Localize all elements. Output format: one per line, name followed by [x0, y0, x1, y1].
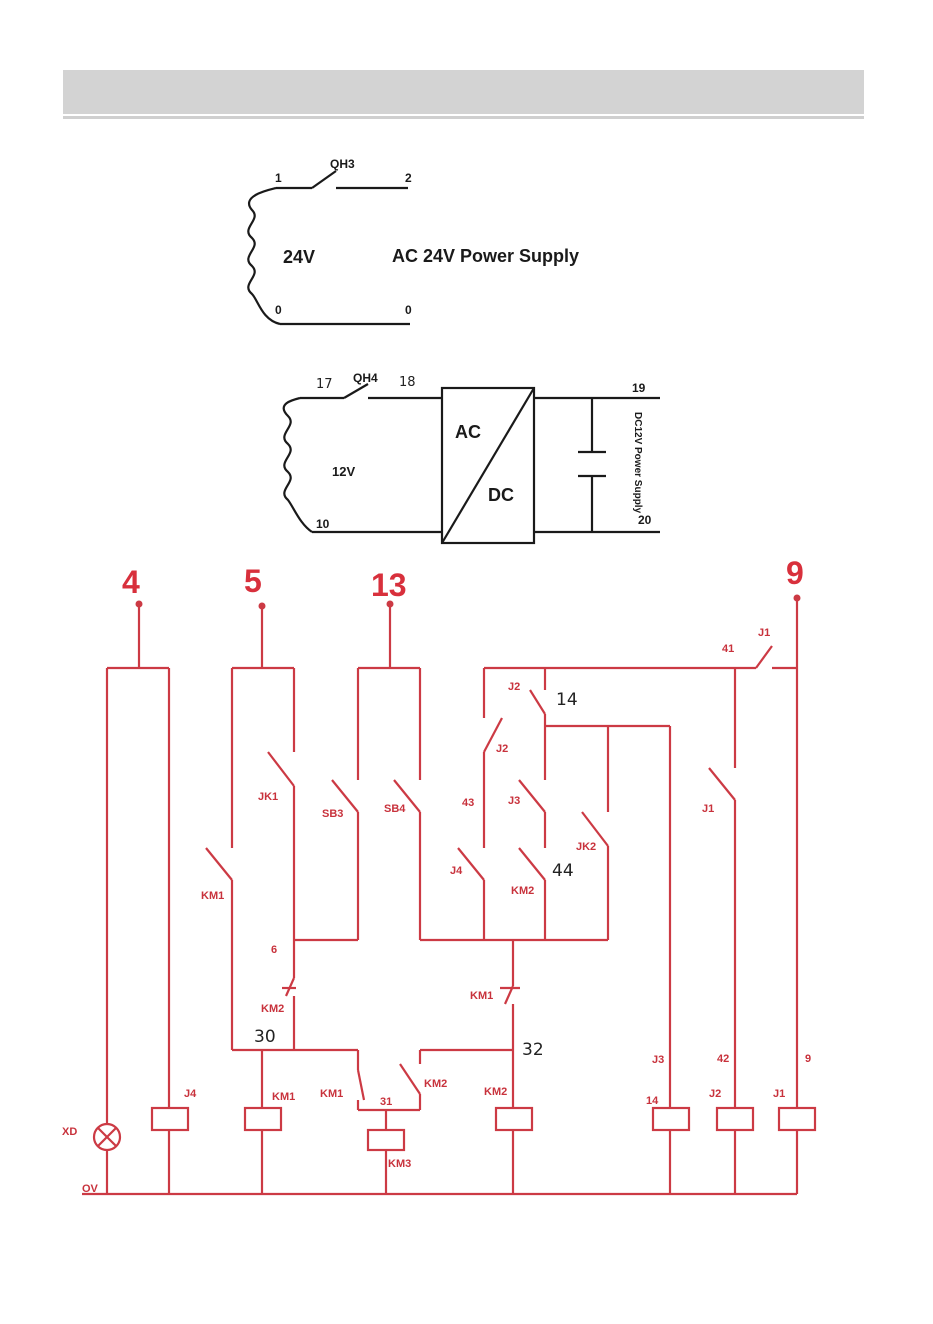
- node-31-label: 31: [380, 1096, 392, 1108]
- j1-latch-blade: [756, 646, 772, 668]
- jk1-blade: [268, 752, 294, 786]
- km2-nc-label: KM2: [261, 1003, 284, 1015]
- node-9-label: 9: [805, 1053, 811, 1065]
- rail-4-dot: [136, 601, 143, 608]
- ac-switch-label: QH3: [330, 157, 355, 171]
- coil-j1-label: J1: [773, 1088, 785, 1100]
- ac-terminal-1: 1: [275, 171, 282, 185]
- coil-km3-label: KM3: [388, 1158, 411, 1170]
- j2-mid-label: J2: [496, 743, 508, 755]
- dc-terminal-10: 10: [316, 517, 330, 531]
- coil-km3: [368, 1130, 404, 1150]
- j3-bottom-label: J3: [652, 1054, 664, 1066]
- ac-supply-title: AC 24V Power Supply: [392, 246, 579, 266]
- converter-ac-label: AC: [455, 422, 481, 442]
- ac-terminal-0-left: 0: [275, 303, 282, 317]
- km2-interlock-label: KM2: [424, 1078, 447, 1090]
- sb4-label: SB4: [384, 803, 406, 815]
- node-44-label: 44: [552, 861, 574, 881]
- km1-self-hold-blade: [206, 848, 232, 880]
- sb3-label: SB3: [322, 808, 343, 820]
- dc-switch-label: QH4: [353, 371, 378, 385]
- node-6-label: 6: [271, 944, 277, 956]
- ac-supply: [248, 171, 410, 324]
- converter-dc-label: DC: [488, 485, 514, 505]
- lamp-xd-label: XD: [62, 1126, 77, 1138]
- km1-interlock-label: KM1: [320, 1088, 343, 1100]
- coil-j4: [152, 1108, 188, 1130]
- dc-switch-blade: [344, 384, 368, 398]
- rail-13-label: 13: [371, 567, 407, 603]
- dc-supply-title: DC12V Power Supply: [632, 412, 643, 514]
- node-43-label: 43: [462, 797, 474, 809]
- dc-transformer-coil: [284, 398, 312, 532]
- jk1-label: JK1: [258, 791, 278, 803]
- ac-voltage-label: 24V: [283, 247, 315, 267]
- coil-km2-label: KM2: [484, 1086, 507, 1098]
- ac-switch-blade: [312, 171, 336, 188]
- node-42-label: 42: [717, 1053, 729, 1065]
- node-32-label: 32: [522, 1040, 544, 1060]
- rail-5-dot: [259, 603, 266, 610]
- dc-terminal-20: 20: [638, 513, 652, 527]
- converter-diagonal: [442, 388, 534, 543]
- coil-j4-label: J4: [184, 1088, 197, 1100]
- node-30-label: 30: [254, 1027, 276, 1047]
- coil-j2: [717, 1108, 753, 1130]
- j1-mid-blade: [709, 768, 735, 800]
- coil-km2: [496, 1108, 532, 1130]
- ac-terminal-2: 2: [405, 171, 412, 185]
- dc-terminal-17: 17: [316, 377, 333, 392]
- rail-5-label: 5: [244, 563, 262, 599]
- km2-inter-blade: [400, 1064, 420, 1094]
- j4-label: J4: [450, 865, 463, 877]
- rail-9-dot: [794, 595, 801, 602]
- ground-ov-label: OV: [82, 1183, 99, 1195]
- km1-inter-blade: [358, 1070, 364, 1100]
- j2-top-label: J2: [508, 681, 520, 693]
- ladder-wiring: [82, 598, 815, 1194]
- km1-nc-label: KM1: [470, 990, 493, 1002]
- j3-blade: [519, 780, 545, 812]
- coil-14: [653, 1108, 689, 1130]
- ac-terminal-0-right: 0: [405, 303, 412, 317]
- km1-contact-label: KM1: [201, 890, 224, 902]
- j1-top-label: J1: [758, 627, 770, 639]
- node-41-label: 41: [722, 643, 734, 655]
- rail-dots: [136, 595, 801, 610]
- coil-j2-label: J2: [709, 1088, 721, 1100]
- dc-terminal-18: 18: [399, 375, 416, 390]
- dc-terminal-19: 19: [632, 381, 646, 395]
- coil-14-label: 14: [646, 1095, 659, 1107]
- km2-self-hold-blade: [519, 848, 545, 880]
- jk2-label: JK2: [576, 841, 596, 853]
- km2-contact-label: KM2: [511, 885, 534, 897]
- coil-km1: [245, 1108, 281, 1130]
- coil-km1-label: KM1: [272, 1091, 295, 1103]
- dc-voltage-label: 12V: [332, 464, 355, 479]
- rail-4-label: 4: [122, 564, 140, 600]
- rail-9-label: 9: [786, 555, 804, 591]
- j3-label: J3: [508, 795, 520, 807]
- coil-j1: [779, 1108, 815, 1130]
- j2-top-blade: [530, 690, 545, 714]
- node-14-label: 14: [556, 690, 578, 710]
- j1-mid-label: J1: [702, 803, 714, 815]
